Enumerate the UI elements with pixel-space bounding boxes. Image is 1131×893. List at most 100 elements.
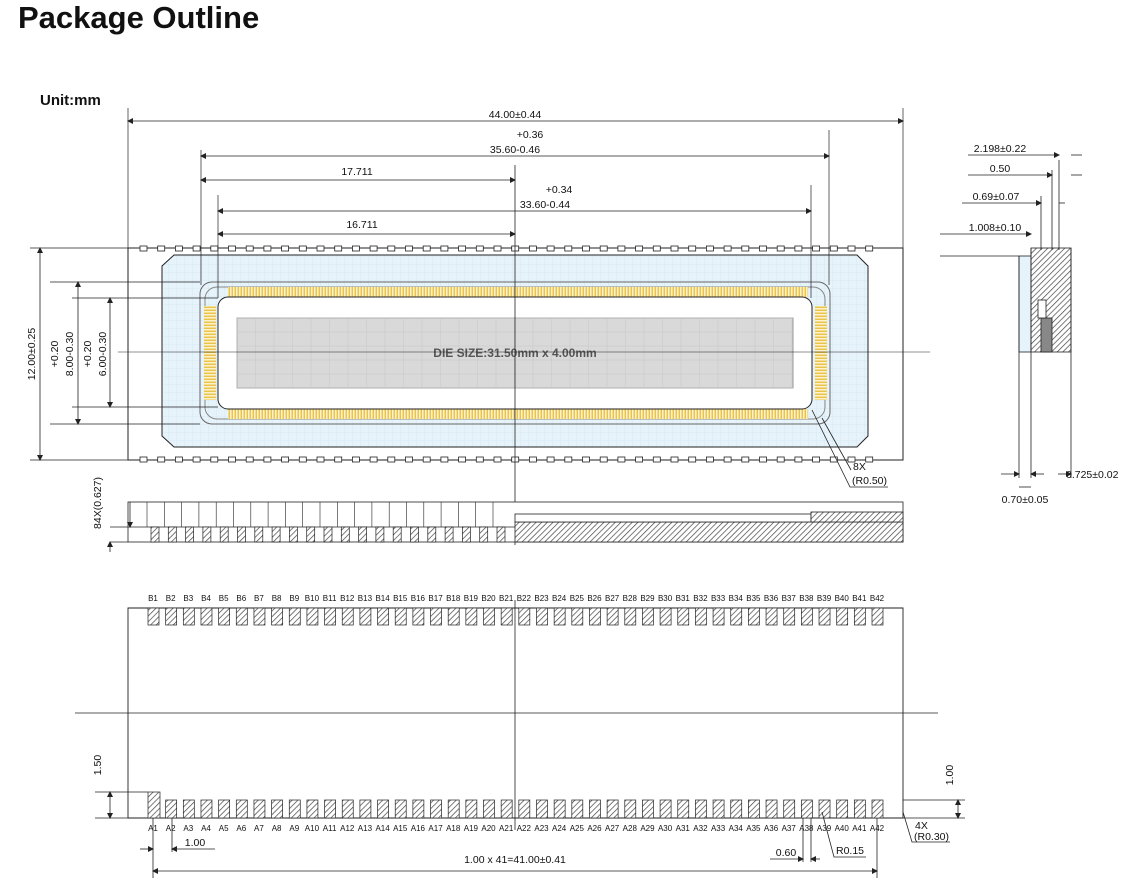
pin-b xyxy=(200,607,213,626)
pin-corner-radius: (R0.30) xyxy=(914,831,949,843)
castellation-top xyxy=(245,245,254,252)
castellation-bottom xyxy=(192,456,201,463)
front-lead xyxy=(479,526,489,543)
pin-label-a: A36 xyxy=(764,824,779,833)
pin-label-a: A2 xyxy=(166,824,176,833)
castellation-bottom xyxy=(405,456,413,463)
castellation-top xyxy=(493,245,502,252)
pin-label-a: A10 xyxy=(305,824,320,833)
pin-label-b: B41 xyxy=(852,594,867,603)
dim-total-span: 1.00 x 41=41.00±0.41 xyxy=(464,854,566,866)
pin-label-a: A14 xyxy=(375,824,390,833)
castellation-top xyxy=(316,245,325,252)
castellation-bottom xyxy=(351,456,360,463)
pin-label-b: B22 xyxy=(517,594,532,603)
pin-label-a: A35 xyxy=(746,824,761,833)
pin-b xyxy=(553,607,566,626)
pin-label-b: B16 xyxy=(411,594,426,603)
pin-label-b: B21 xyxy=(499,594,514,603)
castellation-top xyxy=(829,245,838,252)
dim-r015: R0.15 xyxy=(836,845,864,857)
castellation-bottom xyxy=(865,456,874,463)
pin-a xyxy=(783,799,796,819)
pin-a xyxy=(412,799,425,819)
pin-corner-count: 4X xyxy=(915,820,928,832)
castellation-bottom xyxy=(316,456,325,463)
front-lead xyxy=(410,526,419,543)
pin-b xyxy=(465,607,478,626)
front-lead xyxy=(375,526,385,543)
pin-label-b: B13 xyxy=(358,594,373,603)
pin-label-b: B12 xyxy=(340,594,355,603)
dim-height: 12.00±0.25 xyxy=(26,328,38,381)
dim-side-050: 0.50 xyxy=(990,163,1011,175)
pin-b xyxy=(571,607,584,626)
pin-label-b: B1 xyxy=(148,594,158,603)
castellation-bottom xyxy=(157,456,166,463)
castellation-bottom xyxy=(617,456,626,463)
front-lead xyxy=(306,526,316,543)
pin-b xyxy=(430,607,442,626)
castellation-bottom xyxy=(263,456,272,463)
front-lead xyxy=(323,526,333,543)
pin-a xyxy=(271,799,283,819)
pin-b xyxy=(677,607,690,626)
castellation-bottom xyxy=(599,456,608,463)
castellation-bottom xyxy=(847,456,856,463)
pin-label-a: A34 xyxy=(729,824,744,833)
pin-a xyxy=(483,799,495,819)
pin-a xyxy=(341,799,354,819)
pin-label-a: A30 xyxy=(658,824,673,833)
pin-a xyxy=(430,799,442,819)
pin-b xyxy=(730,607,743,626)
unit-label: Unit:mm xyxy=(40,92,101,109)
pin-label-a: A3 xyxy=(183,824,193,833)
dim-pin-100-right: 1.00 xyxy=(944,765,956,786)
pin-b xyxy=(341,607,354,626)
dim-side-0725: 0.725±0.02 xyxy=(1066,469,1119,481)
pin-label-a: A23 xyxy=(534,824,549,833)
front-lead xyxy=(271,526,281,543)
pin-label-b: B28 xyxy=(623,594,638,603)
castellation-top xyxy=(458,245,467,252)
dim-side-1008: 1.008±0.10 xyxy=(969,222,1022,234)
dim-lead-count: 84X(0.627) xyxy=(92,477,104,529)
pin-label-b: B24 xyxy=(552,594,567,603)
castellation-bottom xyxy=(723,456,732,463)
pin-b xyxy=(483,607,495,626)
side-view-dims: 2.198±0.22 0.50 0.69±0.07 1.008±0.10 0.7… xyxy=(969,143,1119,506)
castellation-top xyxy=(847,245,856,252)
pin-label-b: B11 xyxy=(323,594,337,603)
castellation-top xyxy=(635,245,643,252)
castellation-top xyxy=(812,245,820,252)
castellation-top xyxy=(263,245,272,252)
pin-label-a: A6 xyxy=(236,824,246,833)
front-lead xyxy=(340,526,350,543)
pin-label-a: A33 xyxy=(711,824,726,833)
pin-label-b: B18 xyxy=(446,594,461,603)
pin-b xyxy=(271,607,283,626)
front-lead xyxy=(150,526,160,543)
castellation-bottom xyxy=(422,456,431,463)
pin-a xyxy=(748,799,760,819)
pin-label-b: B17 xyxy=(428,594,443,603)
castellation-top xyxy=(723,245,732,252)
front-lead xyxy=(392,526,402,543)
pin-label-b: B6 xyxy=(236,594,246,603)
pin-b xyxy=(359,607,372,626)
pin-label-b: B40 xyxy=(835,594,850,603)
pin-b xyxy=(324,607,336,626)
pin-a xyxy=(359,799,372,819)
pin-b xyxy=(871,607,884,626)
front-section xyxy=(107,501,904,552)
pin-label-b: B7 xyxy=(254,594,264,603)
dim-h6: 6.00-0.30 xyxy=(97,332,109,377)
pin-label-b: B35 xyxy=(746,594,761,603)
castellation-bottom xyxy=(475,456,484,463)
pin-a xyxy=(659,799,672,819)
pin-b xyxy=(783,607,796,626)
dim-pin-150: 1.50 xyxy=(92,755,104,776)
pin-b xyxy=(306,607,319,626)
pin-label-b: B29 xyxy=(640,594,655,603)
